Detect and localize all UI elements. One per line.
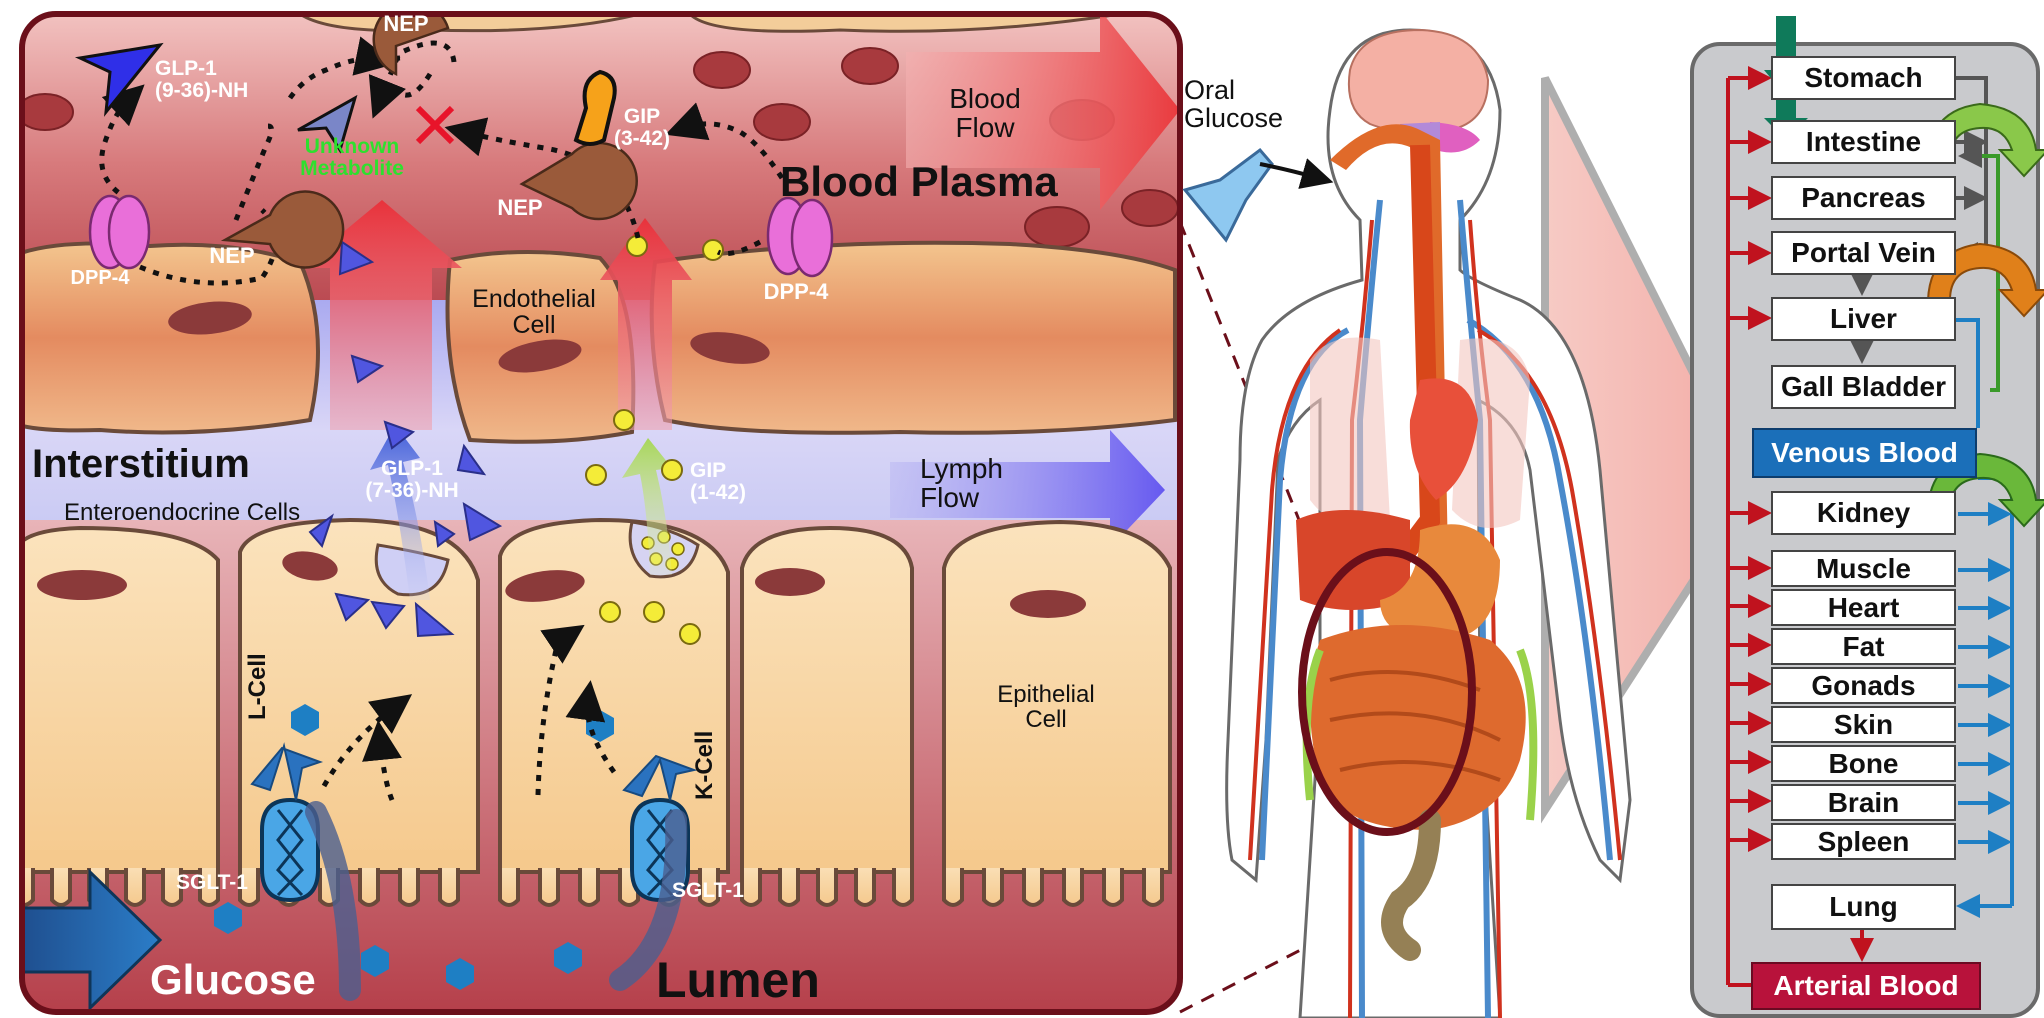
body-illustration	[1178, 28, 1757, 1018]
organ-box-portal-vein: Portal Vein	[1771, 231, 1956, 275]
gip-inactive-icon	[573, 69, 617, 146]
microvilli	[22, 860, 1164, 907]
lumen-label: Lumen	[656, 952, 820, 1008]
organ-box-kidney: Kidney	[1771, 491, 1956, 535]
blood-flow-arrow	[906, 14, 1180, 210]
organ-box-bone: Bone	[1771, 745, 1956, 782]
organ-box-heart: Heart	[1771, 589, 1956, 626]
organ-box-gall-bladder: Gall Bladder	[1771, 365, 1956, 409]
venous-return	[1956, 318, 2014, 918]
intestine-elimination-arrow	[1926, 102, 2044, 178]
gip-active-peptides	[585, 235, 724, 645]
glucose-label: Glucose	[150, 956, 316, 1003]
lymph-flow-label: Lymph Flow	[920, 454, 1003, 513]
glp1-inactive-label: GLP-1 (9-36)-NH	[155, 57, 249, 103]
nep-enzymes	[220, 14, 638, 269]
organ-box-spleen: Spleen	[1771, 823, 1956, 860]
gip-active-line1: GIP	[690, 459, 727, 482]
l-cell-label: L-Cell	[244, 653, 271, 720]
glp1-inactive-line1: GLP-1	[155, 57, 217, 80]
gip-active-line2: (1-42)	[690, 481, 747, 505]
intestinal-wall-panel	[22, 14, 1180, 1012]
unknown-metabolite-line1: Unknown	[304, 135, 400, 158]
blood-flow-line2: Flow	[955, 112, 1015, 144]
endothelial-line1: Endothelial	[472, 285, 596, 313]
arterial-blood-box: Arterial Blood	[1751, 962, 1981, 1010]
gip-inactive-line1: GIP	[623, 105, 661, 128]
unknown-metabolite-icon	[297, 94, 358, 154]
epithelial-nuclei	[37, 551, 1086, 618]
unknown-metabolite-label: Unknown Metabolite	[300, 135, 404, 181]
blood-flow-label: Blood Flow	[949, 84, 1021, 143]
organ-box-gonads: Gonads	[1771, 667, 1956, 704]
endothelial-layer	[22, 240, 1177, 444]
blocked-x-icon	[415, 105, 455, 145]
unknown-metabolite-line2: Metabolite	[300, 157, 404, 181]
gip-active-label: GIP (1-42)	[690, 459, 747, 505]
glp1-active-line2: (7-36)-NH	[365, 479, 459, 503]
left-panel-frame	[19, 11, 1183, 1015]
glp1-inactive-line2: (9-36)-NH	[155, 79, 249, 103]
oral-glucose-line2: Glucose	[1184, 103, 1284, 134]
organ-box-intestine: Intestine	[1771, 120, 1956, 164]
glp1-active-line1: GLP-1	[381, 457, 443, 480]
nep-label-left: NEP	[209, 243, 255, 268]
interstitium-label: Interstitium	[32, 442, 250, 486]
sglt1-label-left: SGLT-1	[176, 871, 248, 894]
glp1-release-arrow	[370, 425, 430, 600]
gip-inactive-line2: (3-42)	[613, 127, 671, 151]
lymph-flow-line1: Lymph	[920, 453, 1004, 484]
dpp4-label-right: DPP-4	[763, 279, 829, 304]
endothelial-cell-label: Endothelial Cell	[472, 286, 596, 339]
organ-box-skin: Skin	[1771, 706, 1956, 743]
blood-flow-line1: Blood	[949, 83, 1021, 114]
arterial-distribution	[1726, 66, 1874, 987]
gip-release-arrow	[622, 438, 672, 575]
gip-inactive-label: GIP (3-42)	[613, 105, 671, 151]
lymph-flow-arrow	[890, 430, 1165, 548]
gip-absorption-arrow	[600, 218, 692, 430]
sglt1-label-right: SGLT-1	[672, 879, 744, 902]
glp1-active-peptides	[308, 240, 503, 638]
dpp4-enzyme-right	[766, 196, 834, 278]
organ-box-brain: Brain	[1771, 784, 1956, 821]
dpp4-label-left: DPP-4	[70, 267, 130, 289]
epithelial-cell-label: Epithelial Cell	[997, 681, 1095, 734]
enteroendocrine-label: Enteroendocrine Cells	[64, 499, 301, 526]
organ-box-liver: Liver	[1771, 297, 1956, 341]
epithelial-line1: Epithelial	[997, 681, 1095, 708]
nep-label-middle: NEP	[497, 195, 543, 220]
venous-blood-box: Venous Blood	[1752, 428, 1977, 478]
organ-box-lung: Lung	[1771, 884, 1956, 930]
oral-glucose-line1: Oral	[1184, 75, 1236, 105]
organ-box-fat: Fat	[1771, 628, 1956, 665]
dpp4-enzyme-left	[88, 194, 151, 270]
organ-box-stomach: Stomach	[1771, 56, 1956, 100]
organ-box-pancreas: Pancreas	[1771, 176, 1956, 220]
epithelial-line2: Cell	[1025, 706, 1067, 734]
glucose-influx-arrow	[22, 868, 163, 1012]
glp1-active-label: GLP-1 (7-36)-NH	[365, 457, 459, 503]
endothelial-line2: Cell	[512, 311, 556, 340]
endothelial-nuclei	[168, 301, 770, 373]
lymph-flow-line2: Flow	[920, 482, 980, 514]
oral-glucose-label: Oral Glucose	[1184, 76, 1283, 133]
nep-label-top: NEP	[383, 11, 429, 36]
bile-recirculation	[1958, 144, 2000, 392]
k-cell-label: K-Cell	[691, 730, 718, 800]
organ-box-muscle: Muscle	[1771, 550, 1956, 587]
glp1-inactive-icon	[74, 42, 164, 117]
blood-plasma-label: Blood Plasma	[780, 158, 1058, 205]
